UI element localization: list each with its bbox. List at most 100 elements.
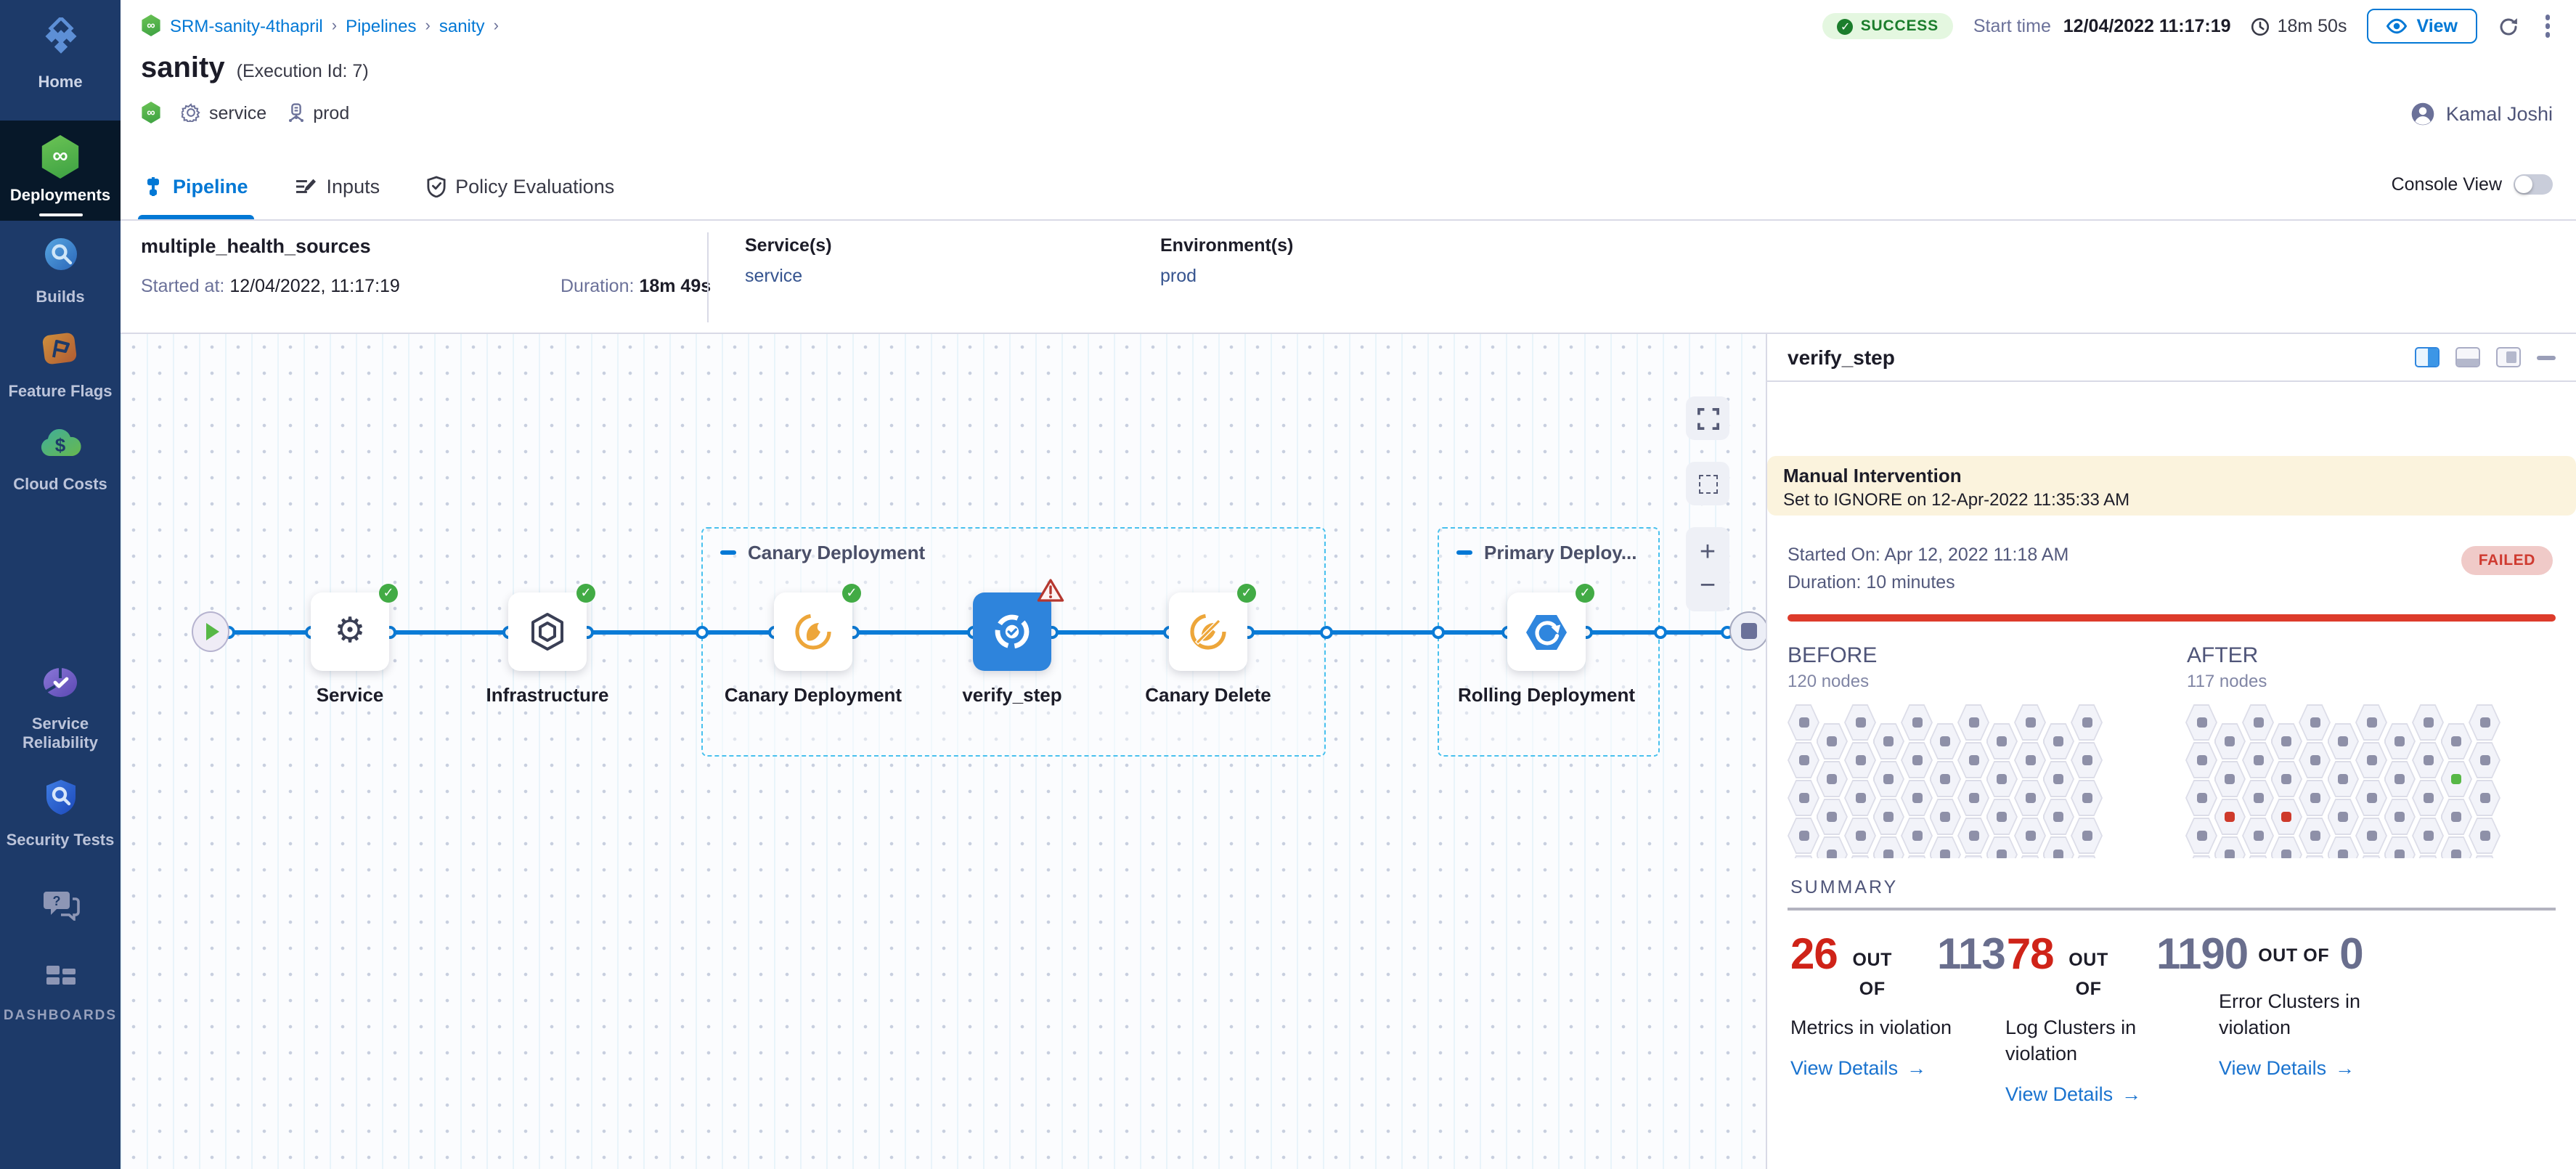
- breadcrumb-pipelines[interactable]: Pipelines: [346, 15, 417, 36]
- node-hexagon[interactable]: [2185, 704, 2217, 741]
- node-hexagon[interactable]: [2270, 761, 2302, 797]
- sidebar-item-deployments[interactable]: ∞ Deployments: [0, 121, 121, 221]
- node-hexagon[interactable]: [2014, 818, 2046, 854]
- node-hexagon[interactable]: [1872, 723, 1904, 759]
- node-hexagon[interactable]: [2355, 855, 2387, 858]
- node-hexagon[interactable]: [1957, 742, 1989, 778]
- node-hexagon[interactable]: [2214, 836, 2246, 858]
- view-details-link[interactable]: View Details→: [2219, 1057, 2355, 1080]
- node-hexagon[interactable]: [1901, 818, 1933, 854]
- sidebar-item-service-reliability[interactable]: Service Reliability: [0, 665, 121, 753]
- node-hexagon[interactable]: [2014, 855, 2046, 858]
- connector-joint[interactable]: [1431, 625, 1444, 638]
- node-hexagon[interactable]: [2412, 780, 2444, 816]
- node-hexagon[interactable]: [2327, 761, 2359, 797]
- node-hexagon[interactable]: [2440, 723, 2472, 759]
- view-details-link[interactable]: View Details→: [1790, 1057, 1927, 1080]
- node-hexagon[interactable]: [1929, 761, 1961, 797]
- tab-pipeline[interactable]: Pipeline: [138, 154, 254, 219]
- node-hexagon[interactable]: [2412, 704, 2444, 741]
- node-hexagon[interactable]: [2014, 742, 2046, 778]
- sidebar-item-security-tests[interactable]: Security Tests: [0, 778, 121, 850]
- node-hexagon[interactable]: [2071, 818, 2103, 854]
- node-hexagon[interactable]: [2042, 723, 2074, 759]
- node-hexagon[interactable]: [2214, 723, 2246, 759]
- node-hexagon[interactable]: [2242, 704, 2274, 741]
- node-canary-delete[interactable]: ✓: [1169, 584, 1256, 671]
- node-hexagon[interactable]: [2042, 836, 2074, 858]
- node-hexagon[interactable]: [2440, 799, 2472, 835]
- node-hexagon[interactable]: [1957, 780, 1989, 816]
- node-hexagon[interactable]: [2185, 742, 2217, 778]
- node-hexagon[interactable]: [1788, 818, 1819, 854]
- node-hexagon[interactable]: [2469, 855, 2500, 858]
- node-hexagon[interactable]: [1844, 780, 1876, 816]
- node-hexagon[interactable]: [2270, 836, 2302, 858]
- console-view-toggle[interactable]: [2514, 174, 2553, 195]
- node-hexagon[interactable]: [1986, 799, 2018, 835]
- user-chip[interactable]: Kamal Joshi: [2411, 102, 2553, 126]
- zoom-in-button[interactable]: +: [1699, 537, 1716, 568]
- node-hexagon[interactable]: [1844, 704, 1876, 741]
- node-hexagon[interactable]: [1788, 742, 1819, 778]
- node-hexagon[interactable]: [2071, 780, 2103, 816]
- service-tag[interactable]: service: [182, 102, 266, 123]
- node-hexagon[interactable]: [2412, 855, 2444, 858]
- node-hexagon[interactable]: [2242, 818, 2274, 854]
- node-hexagon[interactable]: [2384, 761, 2416, 797]
- node-hexagon[interactable]: [1816, 799, 1848, 835]
- node-hexagon[interactable]: [1844, 742, 1876, 778]
- node-hexagon[interactable]: [2355, 780, 2387, 816]
- node-hexagon[interactable]: [2014, 780, 2046, 816]
- node-hexagon[interactable]: [1788, 780, 1819, 816]
- node-hexagon[interactable]: [2412, 742, 2444, 778]
- minimize-panel-button[interactable]: [2537, 355, 2556, 359]
- sidebar-item-builds[interactable]: Builds: [0, 235, 121, 307]
- node-hexagon[interactable]: [1872, 799, 1904, 835]
- node-hexagon[interactable]: [2355, 818, 2387, 854]
- sidebar-item-home[interactable]: Home: [0, 15, 121, 92]
- more-options-button[interactable]: [2539, 12, 2556, 41]
- node-hexagon[interactable]: [1901, 742, 1933, 778]
- node-canary-deployment[interactable]: ✓: [774, 584, 861, 671]
- node-hexagon[interactable]: [2440, 836, 2472, 858]
- node-verify-step[interactable]: [973, 579, 1064, 671]
- node-hexagon[interactable]: [2299, 818, 2331, 854]
- pipeline-canvas[interactable]: Canary Deployment Primary Deploy... ⚙: [121, 333, 1766, 1169]
- node-hexagon[interactable]: [2299, 855, 2331, 858]
- node-hexagon[interactable]: [2242, 855, 2274, 858]
- refresh-button[interactable]: [2497, 15, 2519, 37]
- pipeline-start-node[interactable]: [192, 611, 229, 652]
- connector-joint[interactable]: [1653, 625, 1666, 638]
- node-hexagon[interactable]: [1957, 818, 1989, 854]
- collapse-group-icon[interactable]: [1456, 550, 1472, 555]
- node-hexagon[interactable]: [1844, 818, 1876, 854]
- service-link[interactable]: service: [745, 266, 803, 286]
- sidebar-item-help[interactable]: ?: [0, 889, 121, 928]
- node-hexagon[interactable]: [1816, 723, 1848, 759]
- connector-joint[interactable]: [695, 625, 708, 638]
- breadcrumb-pipeline-name[interactable]: sanity: [439, 15, 485, 36]
- view-details-link[interactable]: View Details→: [2005, 1083, 2142, 1106]
- node-hexagon[interactable]: [2412, 818, 2444, 854]
- pipeline-end-node[interactable]: [1729, 611, 1766, 651]
- marquee-select-button[interactable]: [1686, 462, 1729, 505]
- node-hexagon[interactable]: [2327, 799, 2359, 835]
- node-hexagon[interactable]: [2384, 723, 2416, 759]
- node-hexagon[interactable]: [1986, 836, 2018, 858]
- node-hexagon[interactable]: [2469, 704, 2500, 741]
- node-hexagon[interactable]: [2242, 780, 2274, 816]
- node-hexagon[interactable]: [1986, 723, 2018, 759]
- node-hexagon[interactable]: [2214, 761, 2246, 797]
- node-hexagon[interactable]: [1901, 855, 1933, 858]
- node-hexagon[interactable]: [2185, 818, 2217, 854]
- node-hexagon[interactable]: [1957, 704, 1989, 741]
- node-hexagon[interactable]: [1957, 855, 1989, 858]
- node-hexagon[interactable]: [2355, 742, 2387, 778]
- node-hexagon[interactable]: [2384, 799, 2416, 835]
- node-hexagon[interactable]: [2242, 742, 2274, 778]
- sidebar-item-feature-flags[interactable]: Feature Flags: [0, 331, 121, 402]
- node-hexagon[interactable]: [2299, 742, 2331, 778]
- tab-inputs[interactable]: Inputs: [292, 154, 383, 219]
- node-hexagon[interactable]: [2071, 742, 2103, 778]
